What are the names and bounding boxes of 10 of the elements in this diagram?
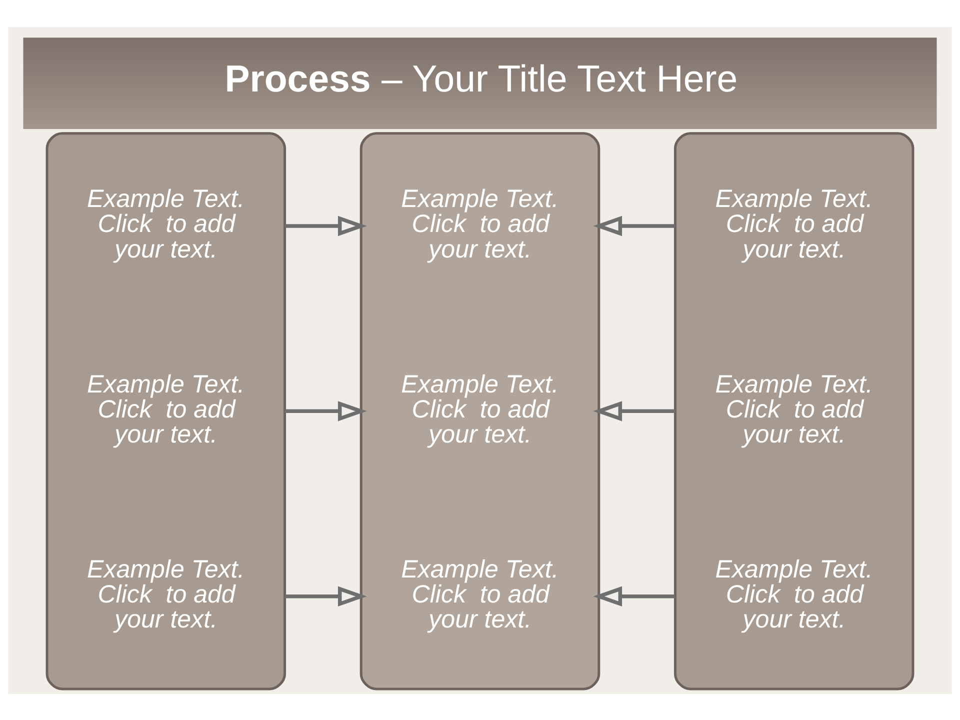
arrow xyxy=(284,400,367,421)
arrow xyxy=(593,586,676,606)
arrow xyxy=(593,215,676,236)
diagram-title: Process – Your Title Text Here xyxy=(224,56,738,99)
node-box: Example Text. Click to add your text. Example Text. Click to add your text. Example Text. Click to add your text. xyxy=(46,132,286,690)
arrow xyxy=(593,400,676,421)
node-box: Example Text. Click to add your text. Example Text. Click to add your text. Example Text. Click to add your text. xyxy=(674,132,914,690)
arrow xyxy=(284,215,367,236)
node-box: Example Text. Click to add your text. Example Text. Click to add your text. Example Text. Click to add your text. xyxy=(360,132,600,690)
arrow xyxy=(284,586,367,606)
